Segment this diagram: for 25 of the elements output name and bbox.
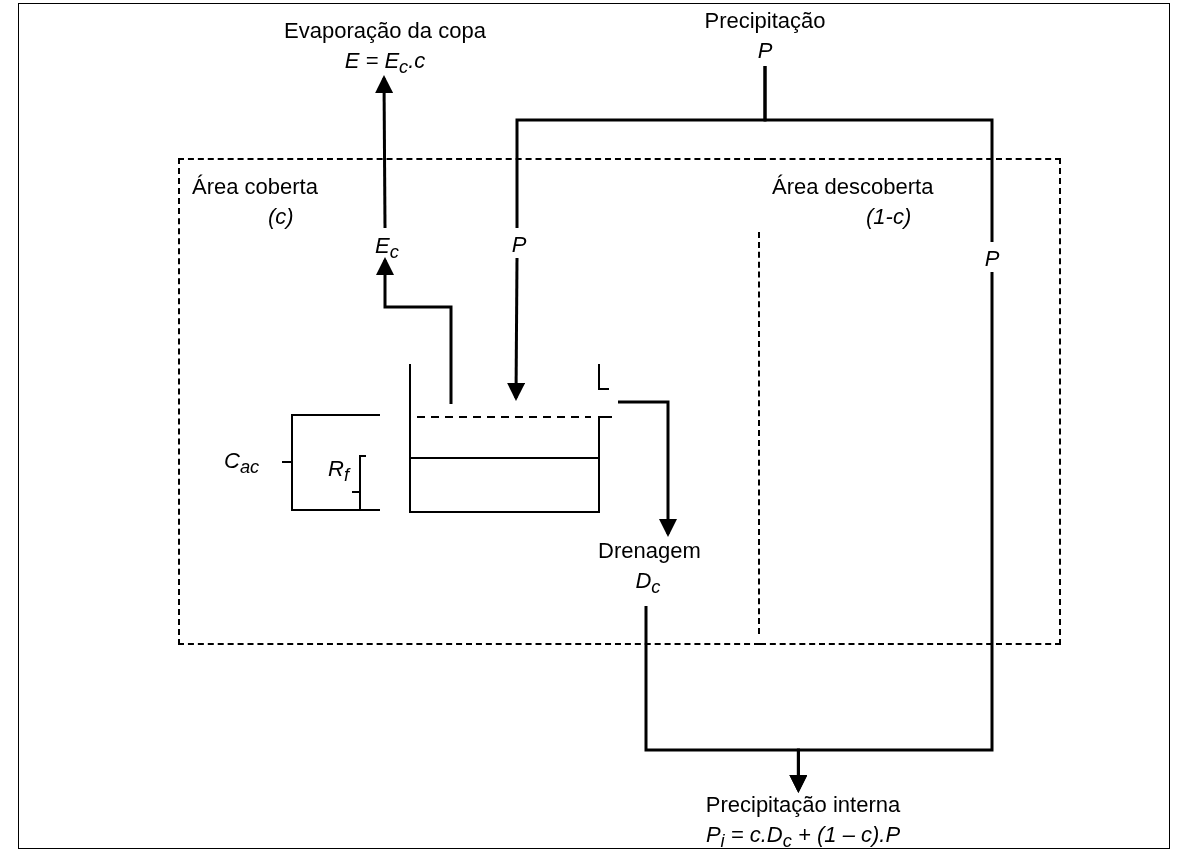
dashed-area-region [760,158,1061,645]
flow-arrow [789,272,994,793]
flux-formula: D$_{c}$ [634,567,662,600]
flow-arrow [507,258,526,401]
dimension-label: R$_{f}$ [328,456,349,488]
flow-line [763,66,994,242]
flux-title: Evaporação da copa [283,17,487,45]
flux-formula: P [510,231,528,259]
area-fraction: (1-c) [866,204,912,230]
flux-title: Drenagem [598,537,698,565]
flow-arrow [375,75,394,228]
flux-formula: E$_{c}$ [374,232,400,265]
flux-title: Precipitação [703,7,827,35]
dimension-label: C$_{ac}$ [224,448,260,480]
flux-formula: P [983,245,1001,273]
dashed-area-region [178,158,760,645]
flux-title: Precipitação interna [704,791,902,819]
area-title: Área coberta [192,174,318,200]
flux-formula: P$_{i}$ = c.D$_{c}$ + (1 – c).P [704,821,902,854]
flow-arrow [618,400,677,537]
flux-formula: P [756,37,774,65]
area-title: Área descoberta [772,174,934,200]
area-fraction: (c) [268,204,294,230]
flux-formula: E = E$_{c}$.c [343,47,427,80]
flow-arrow [376,257,453,404]
